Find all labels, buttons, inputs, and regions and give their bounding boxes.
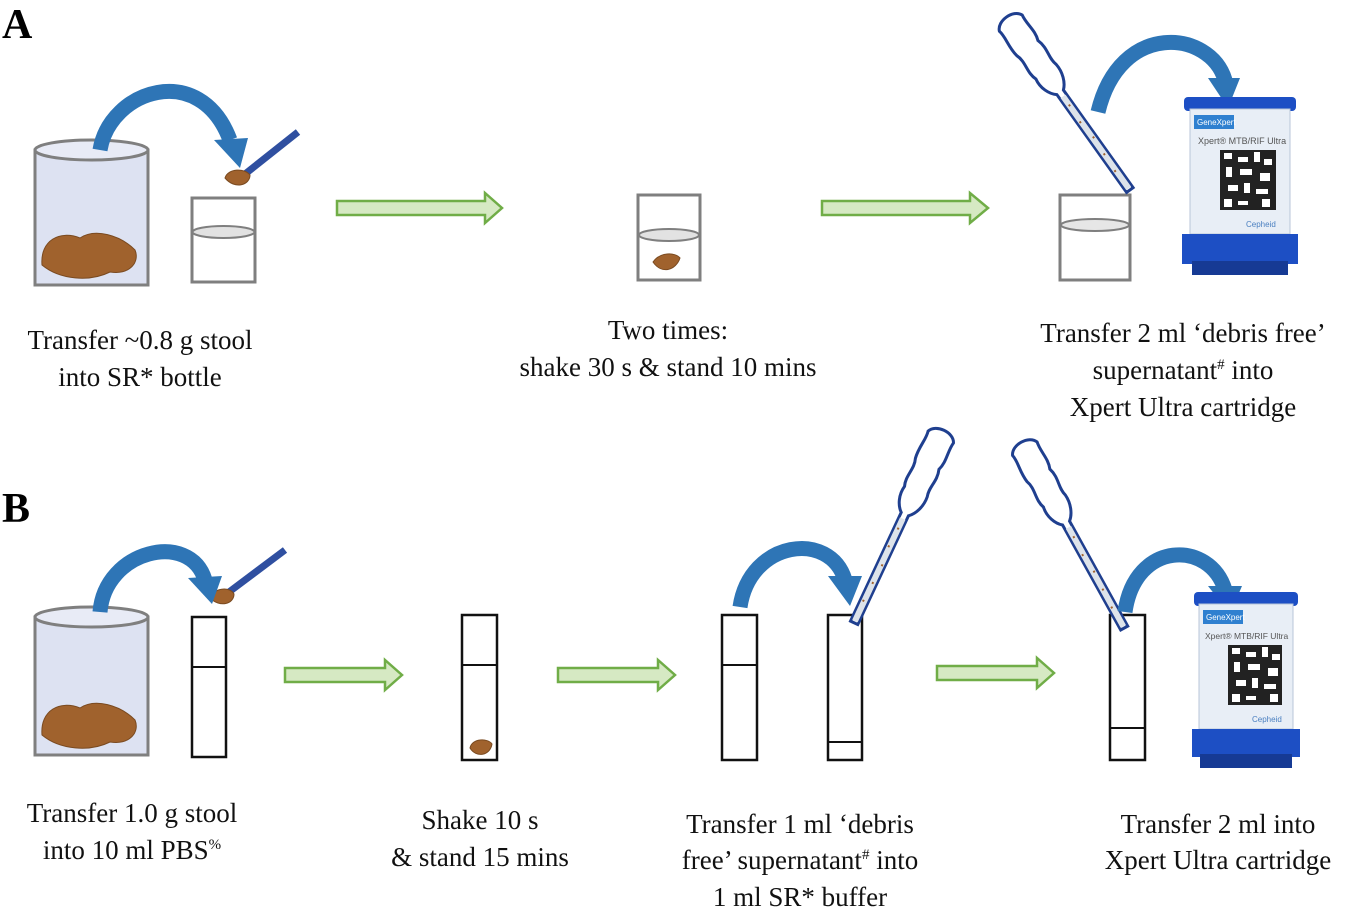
cartridge-maker: Cepheid bbox=[1246, 220, 1276, 229]
curved-arrow bbox=[92, 83, 248, 168]
pipette bbox=[839, 422, 959, 631]
caption: Transfer 2 ml into bbox=[1121, 809, 1316, 839]
caption: Xpert Ultra cartridge bbox=[1105, 845, 1331, 875]
cartridge-brand: GeneXpert bbox=[1197, 118, 1236, 127]
cartridge-maker: Cepheid bbox=[1252, 715, 1282, 724]
pipette bbox=[993, 7, 1143, 200]
step-arrow bbox=[935, 655, 1056, 691]
caption: & stand 15 mins bbox=[391, 842, 569, 872]
barcode bbox=[1220, 150, 1276, 210]
shaking-bottle bbox=[636, 193, 702, 282]
curved-arrow bbox=[92, 544, 222, 614]
step-arrow bbox=[820, 190, 990, 226]
barcode bbox=[1228, 645, 1282, 705]
cartridge-product: Xpert® MTB/RIF Ultra bbox=[1205, 631, 1289, 641]
panel-label-a: A bbox=[2, 2, 33, 48]
panel-label-b: B bbox=[2, 486, 30, 532]
stool-sample bbox=[41, 702, 137, 749]
step-arrow bbox=[556, 657, 677, 693]
stool-sample bbox=[41, 232, 137, 279]
caption: Transfer 2 ml ‘debris free’ bbox=[1040, 318, 1325, 348]
sr-buffer-tube bbox=[826, 613, 864, 762]
xpert-cartridge: GeneXpert Xpert® MTB/RIF Ultra Cepheid bbox=[1192, 592, 1300, 768]
xpert-cartridge: GeneXpert Xpert® MTB/RIF Ultra Cepheid bbox=[1182, 97, 1298, 275]
standing-tube bbox=[460, 613, 499, 762]
caption: into SR* bottle bbox=[58, 362, 222, 392]
cartridge-brand: GeneXpert bbox=[1206, 613, 1245, 622]
sr-bottle bbox=[190, 196, 257, 284]
step-arrow bbox=[283, 657, 404, 693]
curved-arrow bbox=[1090, 35, 1240, 114]
caption: Transfer ~0.8 g stool bbox=[27, 325, 252, 355]
caption: Transfer 1.0 g stool bbox=[27, 798, 238, 828]
sample-jar bbox=[33, 138, 150, 287]
sample-jar bbox=[33, 605, 150, 757]
caption: free’ supernatant# into bbox=[682, 845, 918, 875]
supernatant-bottle bbox=[1058, 193, 1132, 282]
pbs-tube bbox=[190, 615, 228, 759]
supernatant-tube bbox=[720, 613, 759, 762]
caption: 1 ml SR* buffer bbox=[713, 882, 887, 910]
caption: supernatant# into bbox=[1093, 355, 1274, 385]
caption: shake 30 s & stand 10 mins bbox=[520, 352, 817, 382]
step-arrow bbox=[335, 190, 504, 226]
cartridge-product: Xpert® MTB/RIF Ultra bbox=[1198, 136, 1286, 146]
spatula bbox=[224, 129, 301, 186]
curved-arrow bbox=[732, 541, 862, 609]
caption: Two times: bbox=[608, 315, 728, 345]
caption: Shake 10 s bbox=[422, 805, 539, 835]
final-tube bbox=[1108, 613, 1147, 762]
caption: into 10 ml PBS% bbox=[43, 835, 221, 865]
pipette bbox=[1006, 433, 1138, 637]
caption: Xpert Ultra cartridge bbox=[1070, 392, 1296, 422]
caption: Transfer 1 ml ‘debris bbox=[686, 809, 914, 839]
